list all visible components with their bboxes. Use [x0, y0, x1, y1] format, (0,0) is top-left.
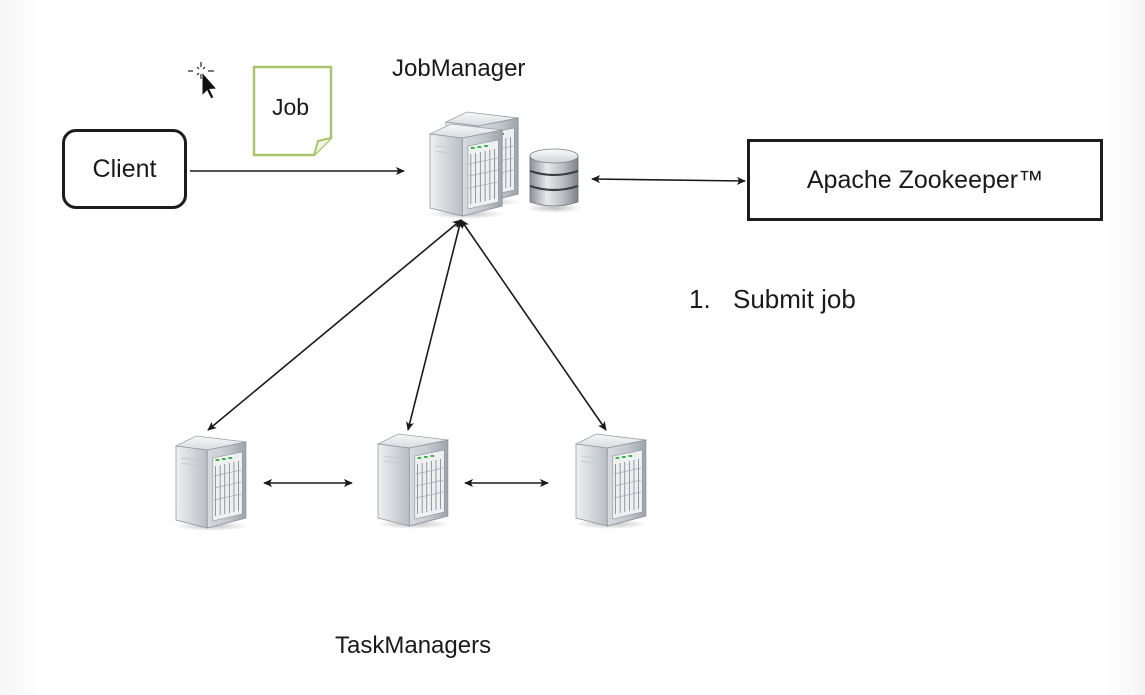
taskmanager-3-server-icon: [573, 433, 649, 530]
client-label: Client: [92, 154, 157, 183]
jobmanager-server-icon: [427, 111, 521, 220]
taskmanagers-label: TaskManagers: [335, 632, 492, 659]
jobmanager-label: JobManager: [392, 55, 526, 82]
client-node: Client: [62, 129, 187, 209]
jobmanager-taskmanager3-arrow: [460, 219, 607, 431]
database-icon: [524, 147, 584, 215]
zookeeper-node: Apache Zookeeper™: [747, 139, 1103, 221]
step-number: 1.: [689, 284, 711, 314]
step-text: Submit job: [733, 284, 856, 314]
mouse-pointer-icon: [188, 62, 219, 100]
jobmanager-zookeeper-arrow: [591, 175, 746, 185]
jobmanager-taskmanager1-arrow: [207, 219, 462, 431]
jobmanager-taskmanager2-arrow: [406, 219, 463, 431]
taskmanager-1-server-icon: [173, 435, 249, 532]
taskmanager-2-server-icon: [375, 433, 451, 530]
job-label: Job: [272, 94, 310, 120]
zookeeper-label: Apache Zookeeper™: [806, 165, 1044, 194]
job-document-icon: [252, 65, 333, 157]
